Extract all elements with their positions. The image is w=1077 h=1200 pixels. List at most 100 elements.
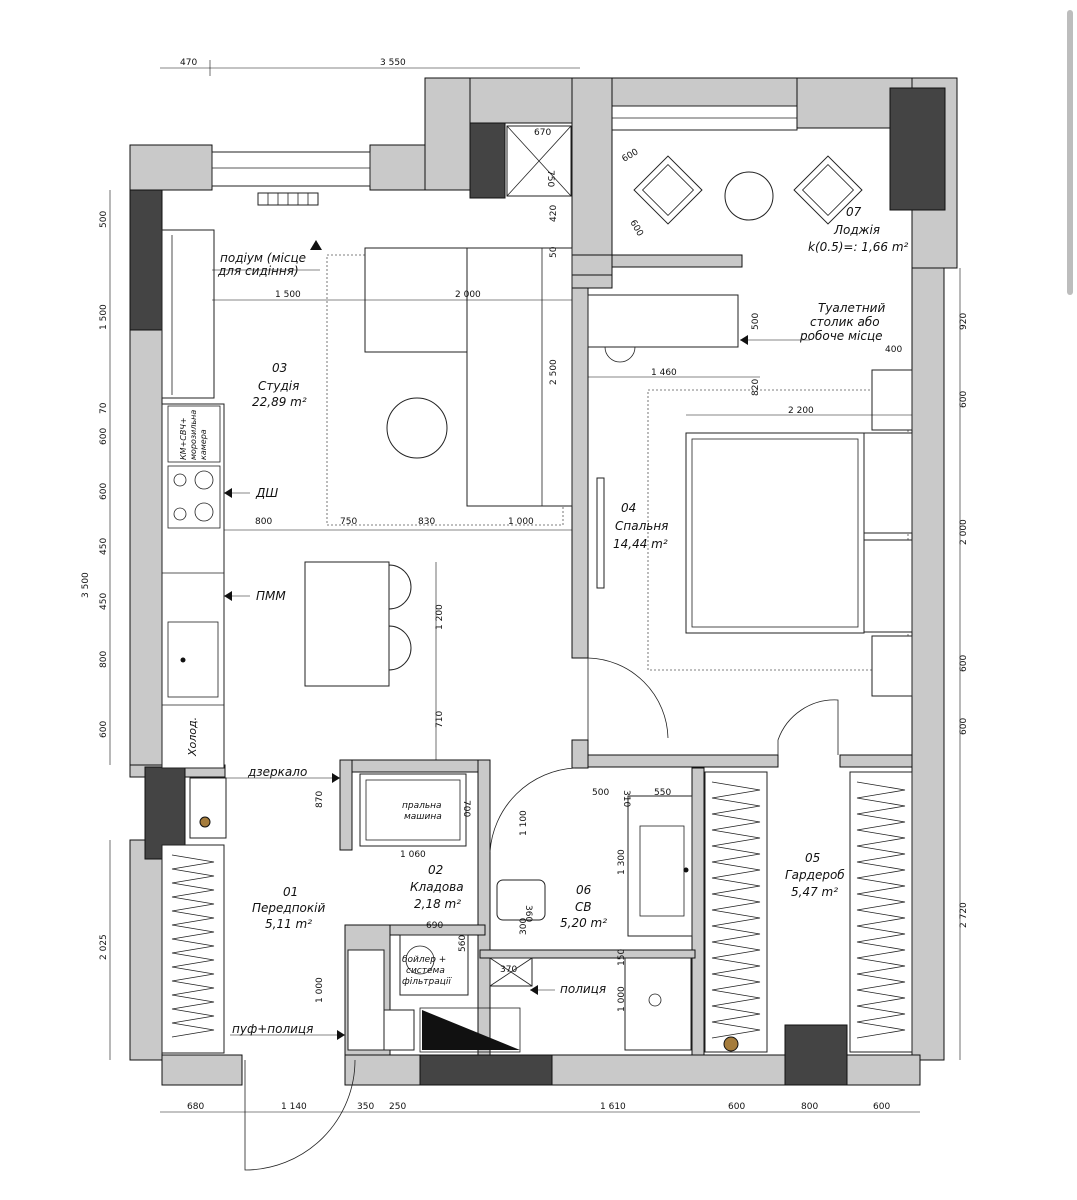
dim-label: 350 <box>357 1102 374 1112</box>
room-05-area: 5,47 m² <box>791 885 838 899</box>
dim-label: 150 <box>617 949 627 966</box>
dim-label: 3 500 <box>81 572 91 598</box>
dim-label: 500 <box>751 313 761 330</box>
oven-label-3: камера <box>199 429 208 460</box>
dim-label: 600 <box>959 718 969 735</box>
dim-label: 560 <box>458 935 468 952</box>
dim-label: 600 <box>959 391 969 408</box>
dim-label: 1 100 <box>519 810 529 836</box>
boiler-label-3: фільтрації <box>402 977 452 987</box>
fridge-label: Холод. <box>186 717 199 757</box>
dim-label: 670 <box>534 128 551 138</box>
dim-label: 600 <box>99 483 109 500</box>
room-03-area: 22,89 m² <box>252 395 307 409</box>
room-06-name: СВ <box>575 900 592 914</box>
dim-label: 1 460 <box>651 368 677 378</box>
room-07-area: k(0.5)=: 1,66 m² <box>808 240 909 254</box>
room-01-area: 5,11 m² <box>265 917 312 931</box>
dimension-lines <box>109 60 961 1113</box>
dim-label: 550 <box>654 788 671 798</box>
dim-label: 3 550 <box>380 58 406 68</box>
room-03-number: 03 <box>272 361 287 375</box>
dim-label: 1 500 <box>275 290 301 300</box>
dim-label: 1 060 <box>400 850 426 860</box>
dimension-labels: 470 3 550 670 750 420 50 600 600 500 1 5… <box>81 58 969 1112</box>
loggia-furniture <box>633 155 863 225</box>
dim-label: 500 <box>592 788 609 798</box>
dim-label: 600 <box>99 428 109 445</box>
room-06-number: 06 <box>576 883 592 897</box>
room-07-name: Лоджія <box>833 223 880 237</box>
room-03-name: Студія <box>258 379 299 393</box>
dim-label: 690 <box>426 921 443 931</box>
room-01-number: 01 <box>283 885 298 899</box>
dim-label: 400 <box>885 345 902 355</box>
oven-label: КМ+СВЧ+ <box>179 417 188 460</box>
room-04-number: 04 <box>621 501 636 515</box>
dishwasher-label: ДШ <box>255 486 278 500</box>
dim-label: 1 300 <box>617 849 627 875</box>
room-04-area: 14,44 m² <box>613 537 668 551</box>
dim-label: 2 500 <box>549 359 559 385</box>
dim-label: 800 <box>99 651 109 668</box>
dim-label: 450 <box>99 538 109 555</box>
dim-label: 600 <box>621 147 641 164</box>
dim-label: 500 <box>99 211 109 228</box>
dim-label: 70 <box>99 402 109 414</box>
dim-label: 830 <box>418 517 435 527</box>
dim-label: 600 <box>627 219 644 239</box>
dim-label: 600 <box>959 655 969 672</box>
dim-label: 470 <box>180 58 197 68</box>
dim-label: 820 <box>751 379 761 396</box>
dim-label: 1 200 <box>435 604 445 630</box>
dim-label: 870 <box>315 791 325 808</box>
scrollbar[interactable] <box>1067 10 1073 295</box>
columns <box>129 87 946 1086</box>
room-06-area: 5,20 m² <box>560 916 607 930</box>
mirror-label: дзеркало <box>247 765 307 779</box>
boiler-label: бойлер + <box>402 955 446 965</box>
dim-label: 300 <box>519 918 529 935</box>
dim-label: 920 <box>959 313 969 330</box>
dim-label: 800 <box>255 517 272 527</box>
shelf-label: полиця <box>560 982 606 996</box>
dim-label: 1 000 <box>508 517 534 527</box>
dim-label: 1 500 <box>99 304 109 330</box>
room-05-name: Гардероб <box>785 868 845 882</box>
dim-label: 800 <box>801 1102 818 1112</box>
room-05-number: 05 <box>805 851 820 865</box>
dim-label: 2 000 <box>455 290 481 300</box>
dim-label: 600 <box>99 721 109 738</box>
pouf-label: пуф+полиця <box>232 1022 313 1036</box>
room-02-area: 2,18 m² <box>414 897 461 911</box>
vanity-note: Туалетний <box>818 301 885 315</box>
oven-label-2: морозильна <box>189 410 198 460</box>
dim-label: 680 <box>187 1102 204 1112</box>
dim-label: 700 <box>461 800 471 817</box>
room-02-number: 02 <box>428 863 443 877</box>
bedroom-furniture <box>587 294 913 755</box>
lower-furniture <box>161 767 913 1171</box>
dim-label: 1 000 <box>315 977 325 1003</box>
dim-label: 2 720 <box>959 902 969 928</box>
dim-label: 2 200 <box>788 406 814 416</box>
room-04-name: Спальня <box>615 519 668 533</box>
dim-label: 710 <box>435 711 445 728</box>
dim-label: 1 610 <box>600 1102 626 1112</box>
washer-label: пральна <box>402 801 442 811</box>
podium-note-2: для сидіння) <box>217 264 299 278</box>
dim-label: 50 <box>549 246 559 258</box>
dim-label: 600 <box>728 1102 745 1112</box>
dishwasher-pmm-label: ПММ <box>256 589 286 603</box>
dim-label: 750 <box>545 170 555 187</box>
dim-label: 750 <box>340 517 357 527</box>
annotations: подіум (місце для сидіння) Туалетний сто… <box>179 251 885 1036</box>
room-01-name: Передпокій <box>252 901 325 915</box>
room-07-number: 07 <box>846 205 862 219</box>
dim-label: 370 <box>500 965 517 975</box>
dim-label: 600 <box>873 1102 890 1112</box>
dim-label: 2 000 <box>959 519 969 545</box>
vanity-note-3: робоче місце <box>799 329 883 343</box>
dim-label: 310 <box>621 790 631 807</box>
